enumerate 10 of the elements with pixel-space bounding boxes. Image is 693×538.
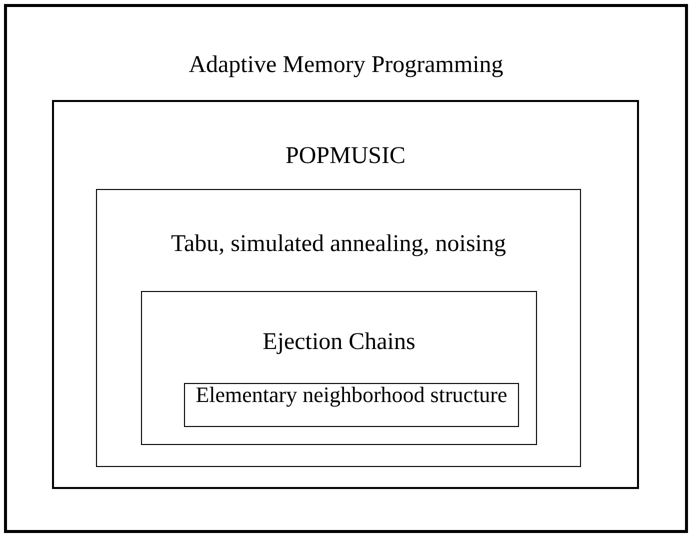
nested-box bbox=[184, 383, 519, 427]
box-heading: Tabu, simulated annealing, noising bbox=[170, 230, 507, 258]
box-heading: Ejection Chains bbox=[262, 328, 416, 356]
nested-box bbox=[141, 291, 537, 445]
box-heading: POPMUSIC bbox=[284, 142, 407, 170]
nested-box bbox=[52, 100, 639, 489]
box-heading: Elementary neighborhood structure bbox=[194, 384, 508, 405]
nested-box bbox=[96, 189, 581, 467]
box-heading: Adaptive Memory Programming bbox=[188, 51, 504, 79]
nested-box bbox=[4, 4, 688, 533]
